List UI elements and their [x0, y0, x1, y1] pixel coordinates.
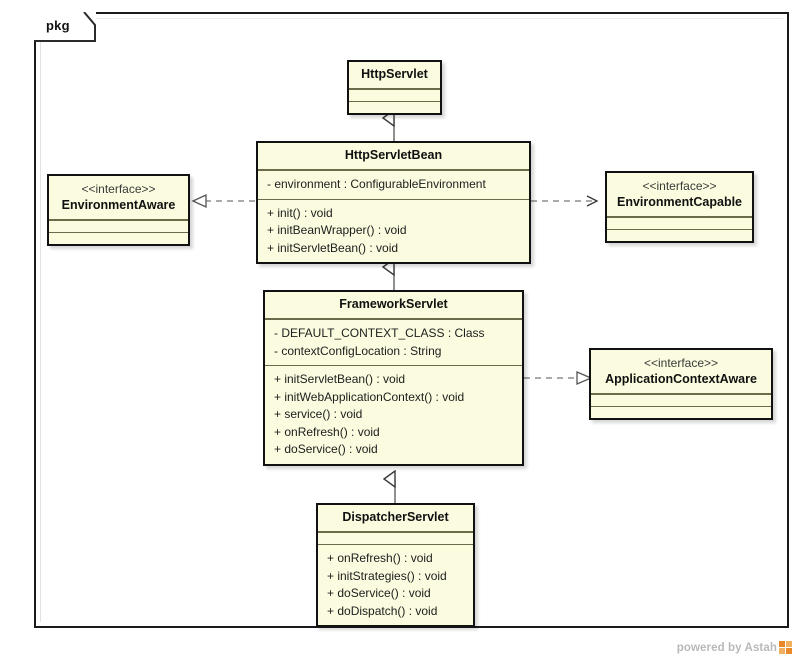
operations-compartment-frameworkservlet: + initServletBean() : void + initWebAppl…: [265, 366, 522, 464]
compartment-divider: [607, 216, 752, 218]
class-box-frameworkservlet[interactable]: FrameworkServlet - DEFAULT_CONTEXT_CLASS…: [263, 290, 524, 466]
stereotype-label: <<interface>>: [642, 179, 717, 193]
compartment-divider: [258, 169, 529, 171]
attributes-compartment-environmentaware: [49, 221, 188, 232]
package-frame-label: pkg: [46, 18, 70, 33]
class-box-httpservlet[interactable]: HttpServlet: [347, 60, 442, 115]
operation-row: + init() : void: [267, 205, 333, 220]
operations-compartment-httpservlet: [349, 102, 440, 113]
attribute-row: - DEFAULT_CONTEXT_CLASS : Class: [274, 326, 485, 340]
operation-row: + doDispatch() : void: [327, 603, 438, 618]
watermark-text: powered by Astah: [676, 641, 777, 654]
interface-label: EnvironmentCapable: [616, 195, 743, 209]
operation-row: + initWebApplicationContext() : void: [274, 389, 465, 404]
attributes-compartment-applicationcontextaware: [591, 395, 771, 406]
operation-row: + initServletBean() : void: [274, 372, 406, 386]
interface-box-environmentcapable[interactable]: <<interface>> EnvironmentCapable: [605, 171, 754, 243]
attributes-compartment-httpservlet: [349, 90, 440, 101]
compartment-divider: [265, 365, 522, 366]
interface-label: EnvironmentAware: [61, 198, 176, 212]
attributes-compartment-dispatcherservlet: [318, 533, 473, 544]
class-name-frameworkservlet: FrameworkServlet: [339, 297, 448, 311]
astah-logo-icon: [779, 641, 792, 654]
compartment-divider: [49, 232, 188, 233]
class-name-dispatcherservlet: DispatcherServlet: [342, 510, 449, 524]
operation-row: + doService() : void: [327, 586, 431, 600]
class-box-dispatcherservlet[interactable]: DispatcherServlet + onRefresh() : void +…: [316, 503, 475, 627]
operations-compartment-dispatcherservlet: + onRefresh() : void + initStrategies() …: [318, 545, 473, 625]
compartment-divider: [591, 393, 771, 395]
interface-name-environmentcapable: <<interface>> EnvironmentCapable: [607, 173, 752, 216]
compartment-divider: [318, 531, 473, 533]
compartment-divider: [349, 88, 440, 90]
operation-row: + doService() : void: [274, 442, 378, 456]
operations-compartment-httpservletbean: + init() : void + initBeanWrapper() : vo…: [258, 200, 529, 263]
operations-compartment-environmentcapable: [607, 230, 752, 241]
interface-box-applicationcontextaware[interactable]: <<interface>> ApplicationContextAware: [589, 348, 773, 420]
compartment-divider: [318, 544, 473, 545]
attribute-row: - contextConfigLocation : String: [274, 343, 442, 358]
frame-tab-shape-icon: [34, 12, 96, 42]
interface-label: ApplicationContextAware: [605, 372, 757, 386]
operations-compartment-environmentaware: [49, 233, 188, 244]
attribute-row: - environment : ConfigurableEnvironment: [267, 177, 486, 191]
compartment-divider: [265, 318, 522, 320]
class-box-httpservletbean[interactable]: HttpServletBean - environment : Configur…: [256, 141, 531, 264]
operation-row: + initServletBean() : void: [267, 240, 399, 255]
operation-row: + service() : void: [274, 407, 363, 421]
operation-row: + initBeanWrapper() : void: [267, 223, 407, 237]
operation-row: + onRefresh() : void: [274, 424, 380, 439]
attributes-compartment-httpservletbean: - environment : ConfigurableEnvironment: [258, 171, 529, 199]
class-name-httpservlet: HttpServlet: [361, 67, 428, 81]
operation-row: + onRefresh() : void: [327, 551, 433, 565]
stereotype-label: <<interface>>: [643, 356, 719, 370]
operations-compartment-applicationcontextaware: [591, 407, 771, 418]
interface-name-environmentaware: <<interface>> EnvironmentAware: [49, 176, 188, 219]
attributes-compartment-environmentcapable: [607, 218, 752, 229]
compartment-divider: [258, 198, 529, 200]
compartment-divider: [607, 229, 752, 230]
operation-row: + initStrategies() : void: [327, 568, 447, 583]
compartment-divider: [49, 219, 188, 221]
stereotype-label: <<interface>>: [81, 182, 156, 196]
interface-name-applicationcontextaware: <<interface>> ApplicationContextAware: [591, 350, 771, 393]
astah-watermark: powered by Astah: [677, 641, 792, 654]
compartment-divider: [349, 101, 440, 102]
compartment-divider: [591, 406, 771, 407]
attributes-compartment-frameworkservlet: - DEFAULT_CONTEXT_CLASS : Class - contex…: [265, 320, 522, 365]
class-name-httpservletbean: HttpServletBean: [344, 148, 443, 162]
package-frame-tab: pkg: [34, 12, 96, 42]
interface-box-environmentaware[interactable]: <<interface>> EnvironmentAware: [47, 174, 190, 246]
